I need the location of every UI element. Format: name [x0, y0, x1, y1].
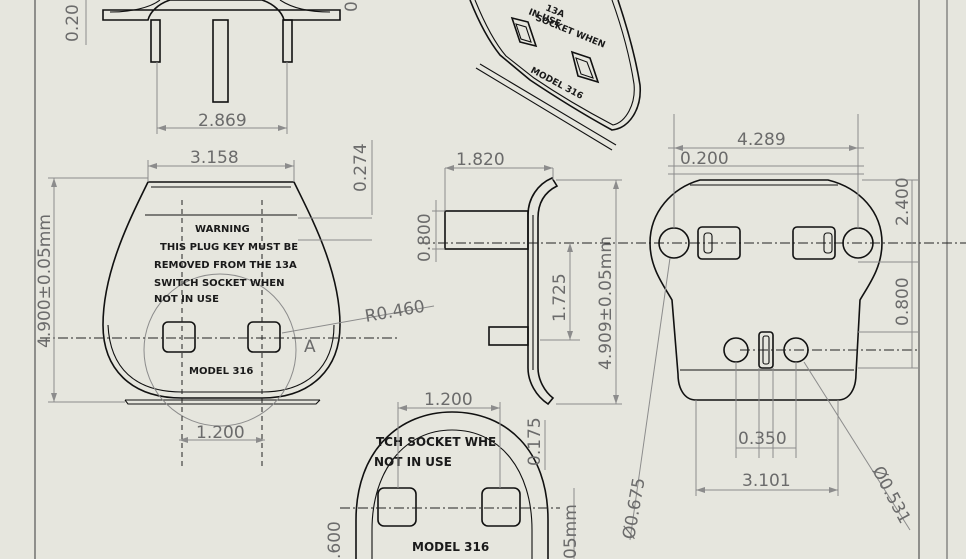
dim-0350: 0.350	[738, 429, 787, 449]
detail-slot-left	[377, 487, 417, 527]
dim-3101: 3.101	[742, 471, 791, 491]
detail-slot-right	[481, 487, 521, 527]
detail-circle-outline	[355, 411, 549, 559]
side-live-pin	[488, 326, 529, 346]
dim-top-right-partial: 0	[342, 1, 362, 12]
engraving-warning: WARNING	[195, 224, 250, 235]
dim-2400: 2.400	[893, 177, 913, 226]
detail-engraving-line-4: NOT IN USE	[374, 455, 452, 469]
section-label-a: A	[304, 337, 316, 357]
dim-detail-left: .600	[325, 521, 345, 559]
dim-detail-right: 05mm	[561, 504, 581, 559]
top-view-pin-earth	[212, 19, 229, 103]
front-slot-left	[162, 321, 196, 353]
dim-side-0800: 0.800	[415, 213, 435, 262]
engraving-model: MODEL 316	[189, 366, 253, 377]
dim-top-left-partial: 0.20	[63, 4, 83, 42]
back-slot-left	[697, 226, 741, 260]
side-view: 1.820 0.800 0.274 1.725 4.909±0.05mm	[351, 140, 966, 406]
dim-2869: 2.869	[198, 111, 247, 131]
top-view-body	[102, 0, 341, 21]
iso-base-plate	[475, 63, 617, 151]
engraving-line-1: THIS PLUG KEY MUST BE	[160, 242, 298, 253]
dim-front-1200: 1.200	[196, 423, 245, 443]
engraving-line-4: NOT IN USE	[154, 294, 219, 305]
dim-0274: 0.274	[351, 143, 371, 192]
engraving-line-2: REMOVED FROM THE 13A	[154, 260, 297, 271]
dim-0200: 0.200	[680, 149, 729, 169]
dim-4900: 4.900±0.05mm	[35, 214, 55, 348]
front-slot-right	[247, 321, 281, 353]
top-view-pin-left	[150, 19, 161, 63]
dim-4289: 4.289	[737, 130, 786, 150]
side-body-profile	[527, 176, 559, 406]
back-slot-right	[792, 226, 836, 260]
dim-1725: 1.725	[550, 273, 570, 322]
iso-body-outline	[469, 0, 641, 131]
detail-view-a: TCH SOCKET WHE NOT IN USE MODEL 316 1.20…	[325, 390, 581, 559]
dim-3158: 3.158	[190, 148, 239, 168]
side-earth-pin	[444, 210, 529, 250]
iso-slot-left	[510, 16, 538, 48]
front-view: A WARNING THIS PLUG KEY MUST BE REMOVED …	[35, 148, 435, 470]
detail-circle-a	[143, 273, 297, 427]
dim-4909: 4.909±0.05mm	[596, 236, 616, 370]
top-view: 2.869 0.20 0	[63, 0, 362, 134]
dim-detail-1200: 1.200	[424, 390, 473, 410]
engraving-line-3: SWITCH SOCKET WHEN	[154, 278, 285, 289]
dim-0175: 0.175	[525, 417, 545, 466]
detail-engraving-model: MODEL 316	[412, 540, 489, 554]
detail-engraving-line-3: TCH SOCKET WHE	[376, 435, 496, 449]
iso-slot-right	[570, 50, 600, 84]
dim-back-0800: 0.800	[893, 277, 913, 326]
dim-1820: 1.820	[456, 150, 505, 170]
